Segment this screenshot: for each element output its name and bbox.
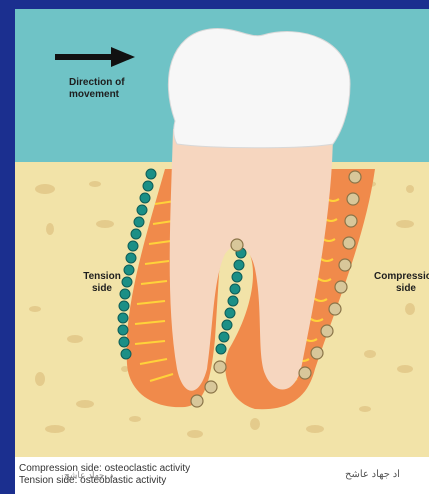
illustration-panel: Direction of movement Tension side Compr… xyxy=(15,9,429,457)
tension-side-label: Tension side xyxy=(72,271,132,295)
overlay-watermark: د. جهاد عاشح xyxy=(64,470,113,481)
tooth-crown xyxy=(168,29,350,148)
author-watermark: اد جهاد عاشح xyxy=(345,469,400,480)
compression-side-label: Compression side xyxy=(371,271,429,295)
direction-label: Direction of movement xyxy=(69,77,149,101)
direction-arrow xyxy=(55,47,135,67)
